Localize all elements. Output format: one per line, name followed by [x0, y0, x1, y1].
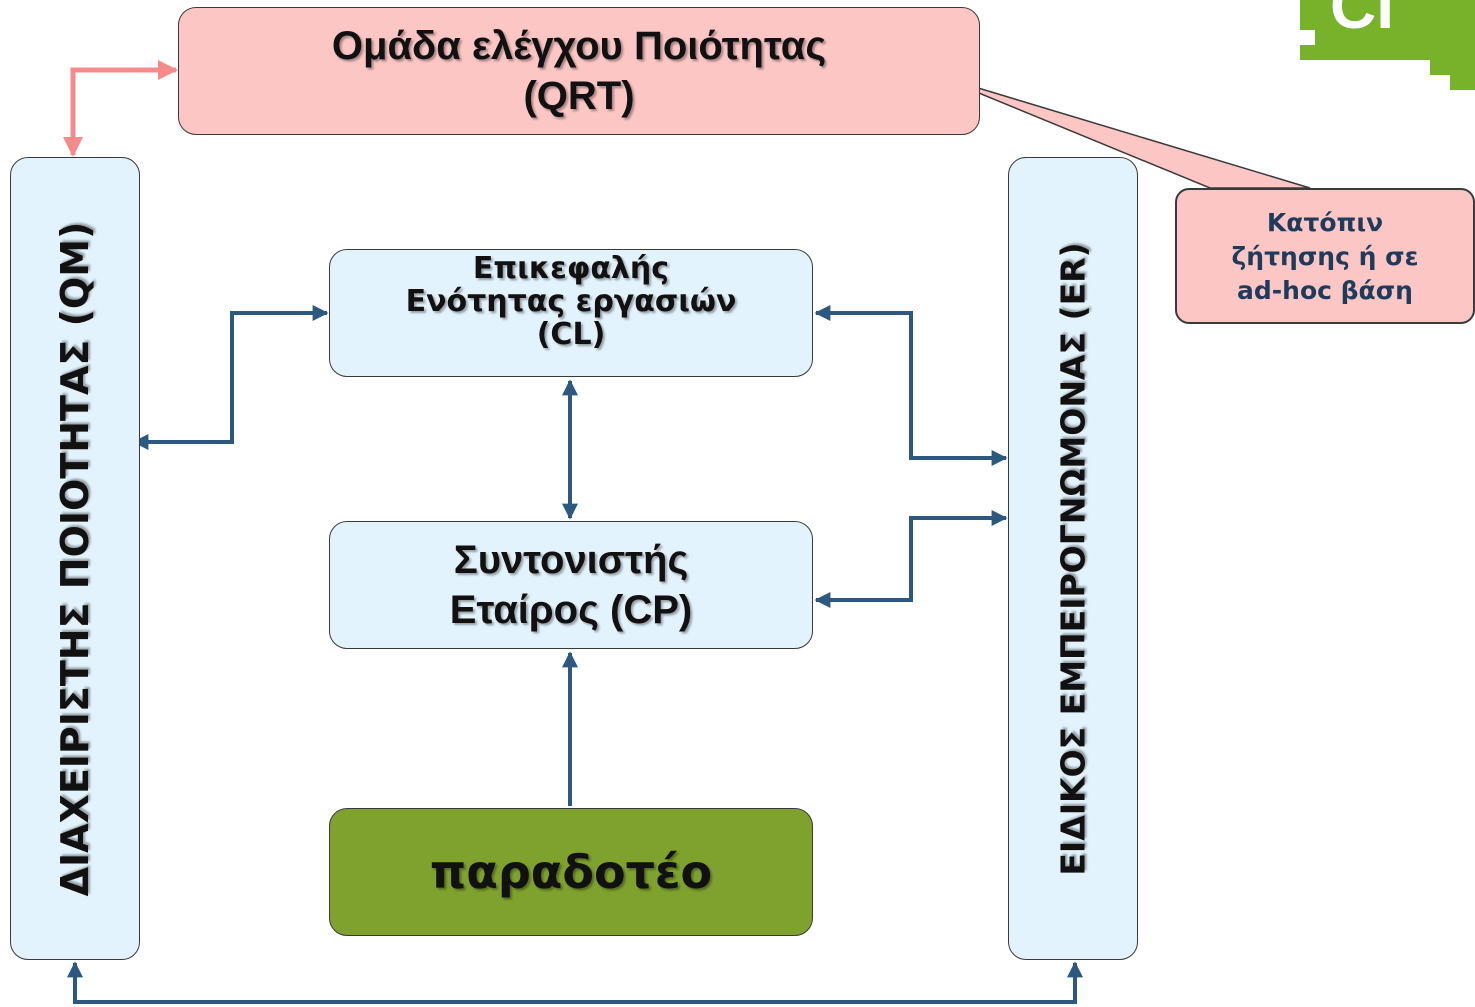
cluster-leader-box: Επικεφαλής Ενότητας εργασιών (CL) — [329, 249, 813, 377]
cl-line-3: (CL) — [536, 317, 606, 352]
callout-note: Κατόπιν ζήτησης ή σε ad-hoc βάση — [1175, 188, 1475, 324]
qrt-abbreviation: (QRT) — [523, 74, 635, 118]
arrow-qm-qrt — [63, 60, 178, 157]
callout-line-1: Κατόπιν — [1266, 208, 1384, 237]
callout-line-2: ζήτησης ή σε — [1231, 242, 1419, 271]
qrt-title: Ομάδα ελέγχου Ποιότητας — [331, 24, 827, 68]
expert-reviewer-box: ΕΙΔΙΚΟΣ ΕΜΠΕΙΡΟΓΝΩΜΟΝΑΣ (ER) — [1008, 157, 1138, 960]
deliverable-box: παραδοτέο — [329, 808, 813, 936]
arrow-cp-er — [814, 510, 1008, 608]
logo-shape — [1300, 0, 1475, 90]
cp-line-1: Συντονιστής — [453, 538, 689, 582]
arrow-cl-er — [814, 305, 1008, 466]
logo: CI — [1300, 0, 1475, 90]
cl-line-1: Επικεφαλής — [472, 251, 670, 286]
quality-review-team-box: Ομάδα ελέγχου Ποιότητας (QRT) — [178, 7, 980, 135]
cp-line-2: Εταίρος (CP) — [449, 588, 693, 632]
callout-line-3: ad-hoc βάση — [1237, 276, 1413, 305]
quality-manager-box: ΔΙΑΧΕΙΡΙΣΤΗΣ ΠΟΙΟΤΗΤΑΣ (QM) — [10, 157, 140, 960]
cl-line-2: Ενότητας εργασιών — [405, 284, 737, 319]
expert-reviewer-label: ΕΙΔΙΚΟΣ ΕΜΠΕΙΡΟΓΝΩΜΟΝΑΣ (ER) — [1053, 241, 1093, 876]
quality-manager-label: ΔΙΑΧΕΙΡΙΣΤΗΣ ΠΟΙΟΤΗΤΑΣ (QM) — [53, 221, 97, 896]
deliverable-label: παραδοτέο — [429, 845, 713, 899]
arrow-qm-er — [67, 961, 1083, 1004]
logo-text: CI — [1330, 0, 1394, 42]
coordinating-partner-box: Συντονιστής Εταίρος (CP) — [329, 521, 813, 649]
arrow-qm-cl — [132, 305, 329, 450]
